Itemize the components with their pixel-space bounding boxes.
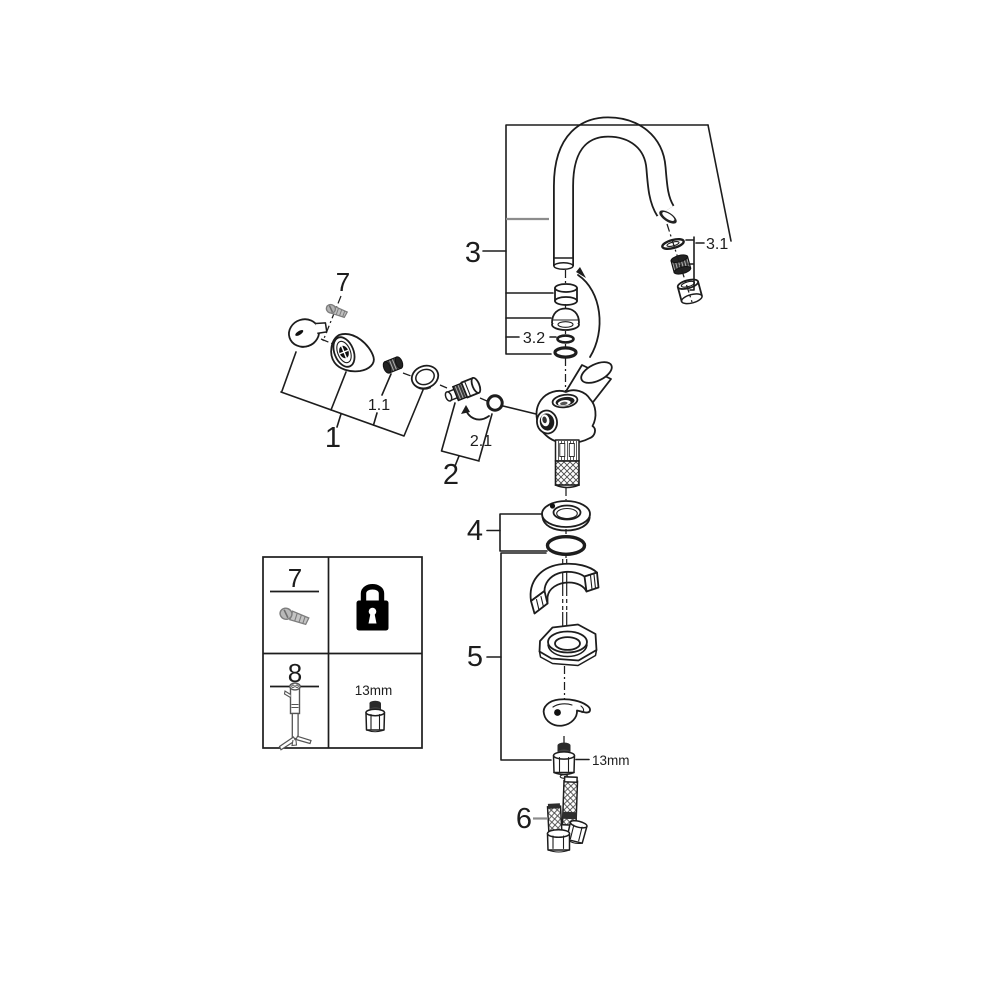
mounting-parts: 13mm 6 [516, 488, 630, 853]
rotation-arrowhead [576, 267, 586, 278]
legend-number-8: 8 [288, 658, 302, 688]
legend-box: 7 8 13mm [262, 556, 423, 751]
cartridge-arrow [464, 407, 490, 421]
body-side-socket [536, 409, 558, 435]
label-1-1: 1.1 [368, 397, 390, 414]
handle-axis-line [402, 372, 488, 402]
trim-ring [410, 364, 440, 390]
legend-size-13mm: 13mm [355, 683, 393, 698]
label-1: 1 [325, 422, 341, 454]
label-13mm: 13mm [592, 753, 630, 768]
base-o-ring [545, 535, 587, 557]
callout-5: 5 [467, 552, 552, 761]
spout-bottom-collar [553, 257, 574, 271]
mounting-tool-icon [278, 682, 312, 751]
spout-assembly [551, 116, 703, 393]
screw-axis-line [322, 295, 342, 342]
mounting-stud-13mm [552, 742, 576, 779]
handle-assembly: 7 [288, 267, 537, 421]
legend-number-7: 7 [288, 563, 302, 593]
cartridge [444, 376, 482, 402]
label-3: 3 [465, 237, 481, 269]
legend-socket-nut-icon [365, 700, 386, 733]
callout-2: 2 2.1 [440, 402, 493, 491]
gland-dome-nut [551, 307, 580, 331]
spout-tube-fill [554, 118, 674, 266]
rotation-arrow [577, 274, 601, 358]
cartridge-o-ring [486, 394, 504, 412]
o-ring-large [553, 346, 578, 359]
body-top-socket [551, 393, 579, 409]
aerator-housing [676, 278, 703, 305]
label-3-2: 3.2 [523, 330, 545, 347]
callout-1: 1 1.1 [280, 351, 424, 454]
label-5: 5 [467, 641, 483, 673]
handle-cone [330, 333, 375, 373]
flex-hoses [546, 776, 588, 853]
label-3-1: 3.1 [706, 236, 728, 253]
label-2: 2 [443, 459, 459, 491]
faucet-body [535, 361, 613, 489]
base-ring [541, 500, 591, 532]
callout-4: 4 [467, 513, 548, 552]
spout-outlet-tip [659, 210, 677, 224]
aerator-axis-line [666, 223, 693, 303]
label-6: 6 [516, 803, 532, 835]
body-leader-line [502, 405, 537, 415]
padlock-icon [356, 584, 389, 631]
o-ring-3-2 [556, 334, 575, 344]
cartridge-arrowhead [461, 405, 470, 414]
legend-screw-icon [279, 607, 310, 626]
label-4: 4 [467, 515, 483, 547]
label-7-ref: 7 [336, 267, 350, 297]
spacer-wedge [529, 562, 600, 615]
handle-screw-icon [325, 303, 349, 319]
label-2-1: 2.1 [470, 433, 492, 450]
handle-cap [288, 318, 328, 348]
cap-axis-line [320, 338, 334, 345]
horseshoe-clamp [542, 698, 591, 727]
spout-bushing [554, 283, 578, 306]
callout-3: 3 3.2 3.1 [465, 124, 732, 355]
aerator-insert [670, 254, 692, 275]
body-shank [554, 439, 580, 489]
handle-adapter [382, 356, 404, 374]
mounting-nut [538, 623, 598, 667]
